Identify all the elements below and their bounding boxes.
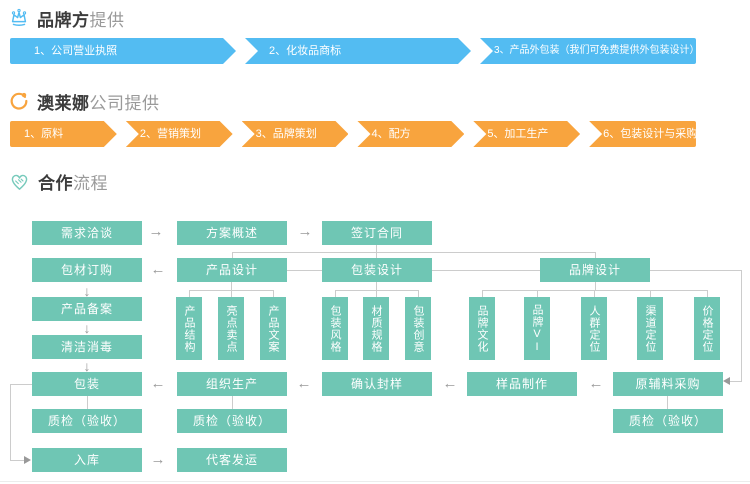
connector-line xyxy=(10,460,24,461)
company-section-title: 澳莱娜 xyxy=(37,93,90,113)
flow-node-material-purchase: 原辅料采购 xyxy=(613,372,723,396)
process-section-title-suffix: 流程 xyxy=(73,173,108,193)
flow-node-product-copy: 产品文案 xyxy=(260,297,286,360)
connector-line xyxy=(232,396,233,409)
connector-line xyxy=(87,396,88,409)
flow-node-packing: 包装 xyxy=(32,372,142,396)
crown-icon xyxy=(11,8,27,26)
connector-line xyxy=(707,290,708,297)
connector-line xyxy=(231,290,232,297)
company-step-4: 4、配方 xyxy=(357,121,464,147)
connector-line xyxy=(273,290,274,297)
company-step-1: 1、原料 xyxy=(10,121,117,147)
arrow-right-icon: → xyxy=(150,451,166,468)
flow-node-package-idea: 包装创意 xyxy=(405,297,431,360)
connector-line xyxy=(432,270,540,271)
arrow-left-icon: ← xyxy=(296,375,312,392)
connector-line xyxy=(594,290,595,297)
connector-line xyxy=(537,290,538,297)
flow-node-cleaning: 清洁消毒 xyxy=(32,335,142,359)
company-section-header: 澳莱娜公司提供 xyxy=(8,89,160,113)
arrow-left-icon: ← xyxy=(442,375,458,392)
connector-line xyxy=(189,290,190,297)
arrow-right-icon: → xyxy=(297,223,313,240)
flow-node-storage: 入库 xyxy=(32,448,142,472)
heart-handshake-icon xyxy=(11,174,28,190)
flow-node-price-positioning: 价格定位 xyxy=(694,297,720,360)
brand-step-2: 2、化妆品商标 xyxy=(245,38,471,64)
arrow-left-icon: ← xyxy=(150,261,166,278)
arrow-down-icon: ↓ xyxy=(83,320,91,336)
connector-line xyxy=(376,252,377,258)
flow-node-contract: 签订合同 xyxy=(322,221,432,245)
arrow-down-icon: ↓ xyxy=(83,358,91,374)
process-section-header: 合作流程 xyxy=(8,169,108,193)
connector-line xyxy=(287,270,322,271)
flow-node-organize-production: 组织生产 xyxy=(177,372,287,396)
connector-line xyxy=(418,290,419,297)
flow-node-qc-production: 质检（验收） xyxy=(177,409,287,433)
connector-line xyxy=(650,270,741,271)
flow-node-brand-vi: 品牌VI xyxy=(524,297,550,360)
connector-line xyxy=(650,290,651,297)
company-step-3: 3、品牌策划 xyxy=(242,121,349,147)
connector-line xyxy=(231,282,232,290)
connector-line xyxy=(335,290,336,297)
company-section-title-suffix: 公司提供 xyxy=(89,93,160,113)
brand-step-1: 1、公司营业执照 xyxy=(10,38,236,64)
brand-section-header: 品牌方提供 xyxy=(8,6,125,30)
connector-line xyxy=(376,290,377,297)
connector-line xyxy=(667,396,668,409)
company-steps-bar: 1、原料 2、营销策划 3、品牌策划 4、配方 5、加工生产 6、包装设计与采购 xyxy=(10,121,696,147)
connector-line xyxy=(10,384,32,385)
brand-steps-bar: 1、公司营业执照 2、化妆品商标 3、产品外包装（我们可免费提供外包装设计） xyxy=(10,38,696,64)
flow-node-package-style: 包装风格 xyxy=(322,297,348,360)
brand-section-title-suffix: 提供 xyxy=(89,10,125,30)
company-step-2: 2、营销策划 xyxy=(126,121,233,147)
arrowhead-left xyxy=(723,377,730,385)
brand-step-3: 3、产品外包装（我们可免费提供外包装设计） xyxy=(480,38,696,64)
arrow-down-icon: ↓ xyxy=(83,283,91,299)
flow-node-channel-positioning: 渠道定位 xyxy=(637,297,663,360)
connector-line xyxy=(10,384,11,460)
flow-node-confirm-sample: 确认封样 xyxy=(322,372,432,396)
flow-node-product-structure: 产品结构 xyxy=(176,297,202,360)
connector-line xyxy=(595,252,596,258)
flow-node-qc-packing: 质检（验收） xyxy=(32,409,142,433)
arrow-left-icon: ← xyxy=(150,375,166,392)
flow-node-brand-design: 品牌设计 xyxy=(540,258,650,282)
connector-line xyxy=(335,290,419,291)
connector-line xyxy=(741,270,742,382)
brand-section-title: 品牌方 xyxy=(37,10,90,30)
arrowhead-right xyxy=(24,456,31,464)
connector-line xyxy=(482,290,708,291)
connector-line xyxy=(595,282,596,290)
arrow-right-icon: → xyxy=(148,223,164,240)
flow-node-highlight-selling: 亮点卖点 xyxy=(218,297,244,360)
flow-node-product-filing: 产品备案 xyxy=(32,297,142,321)
flow-node-crowd-positioning: 人群定位 xyxy=(581,297,607,360)
flow-node-sample-making: 样品制作 xyxy=(467,372,577,396)
connector-line xyxy=(376,245,377,252)
process-section-title: 合作 xyxy=(38,173,73,193)
orbit-circle-icon xyxy=(10,92,28,110)
connector-line xyxy=(376,282,377,290)
connector-line xyxy=(232,252,596,253)
flow-node-material-spec: 材质规格 xyxy=(363,297,389,360)
flow-node-package-design: 包装设计 xyxy=(322,258,432,282)
flow-node-shipping: 代客发运 xyxy=(177,448,287,472)
company-step-6: 6、包装设计与采购 xyxy=(589,121,696,147)
arrow-left-icon: ← xyxy=(588,375,604,392)
flow-node-package-order: 包材订购 xyxy=(32,258,142,282)
flow-node-brand-culture: 品牌文化 xyxy=(469,297,495,360)
flow-node-demand: 需求洽谈 xyxy=(32,221,142,245)
connector-line xyxy=(232,252,233,258)
company-step-5: 5、加工生产 xyxy=(473,121,580,147)
bottom-divider xyxy=(0,481,750,482)
flow-node-qc-material: 质检（验收） xyxy=(613,409,723,433)
flow-node-product-design: 产品设计 xyxy=(177,258,287,282)
connector-line xyxy=(730,381,742,382)
connector-line xyxy=(482,290,483,297)
flow-node-plan: 方案概述 xyxy=(177,221,287,245)
